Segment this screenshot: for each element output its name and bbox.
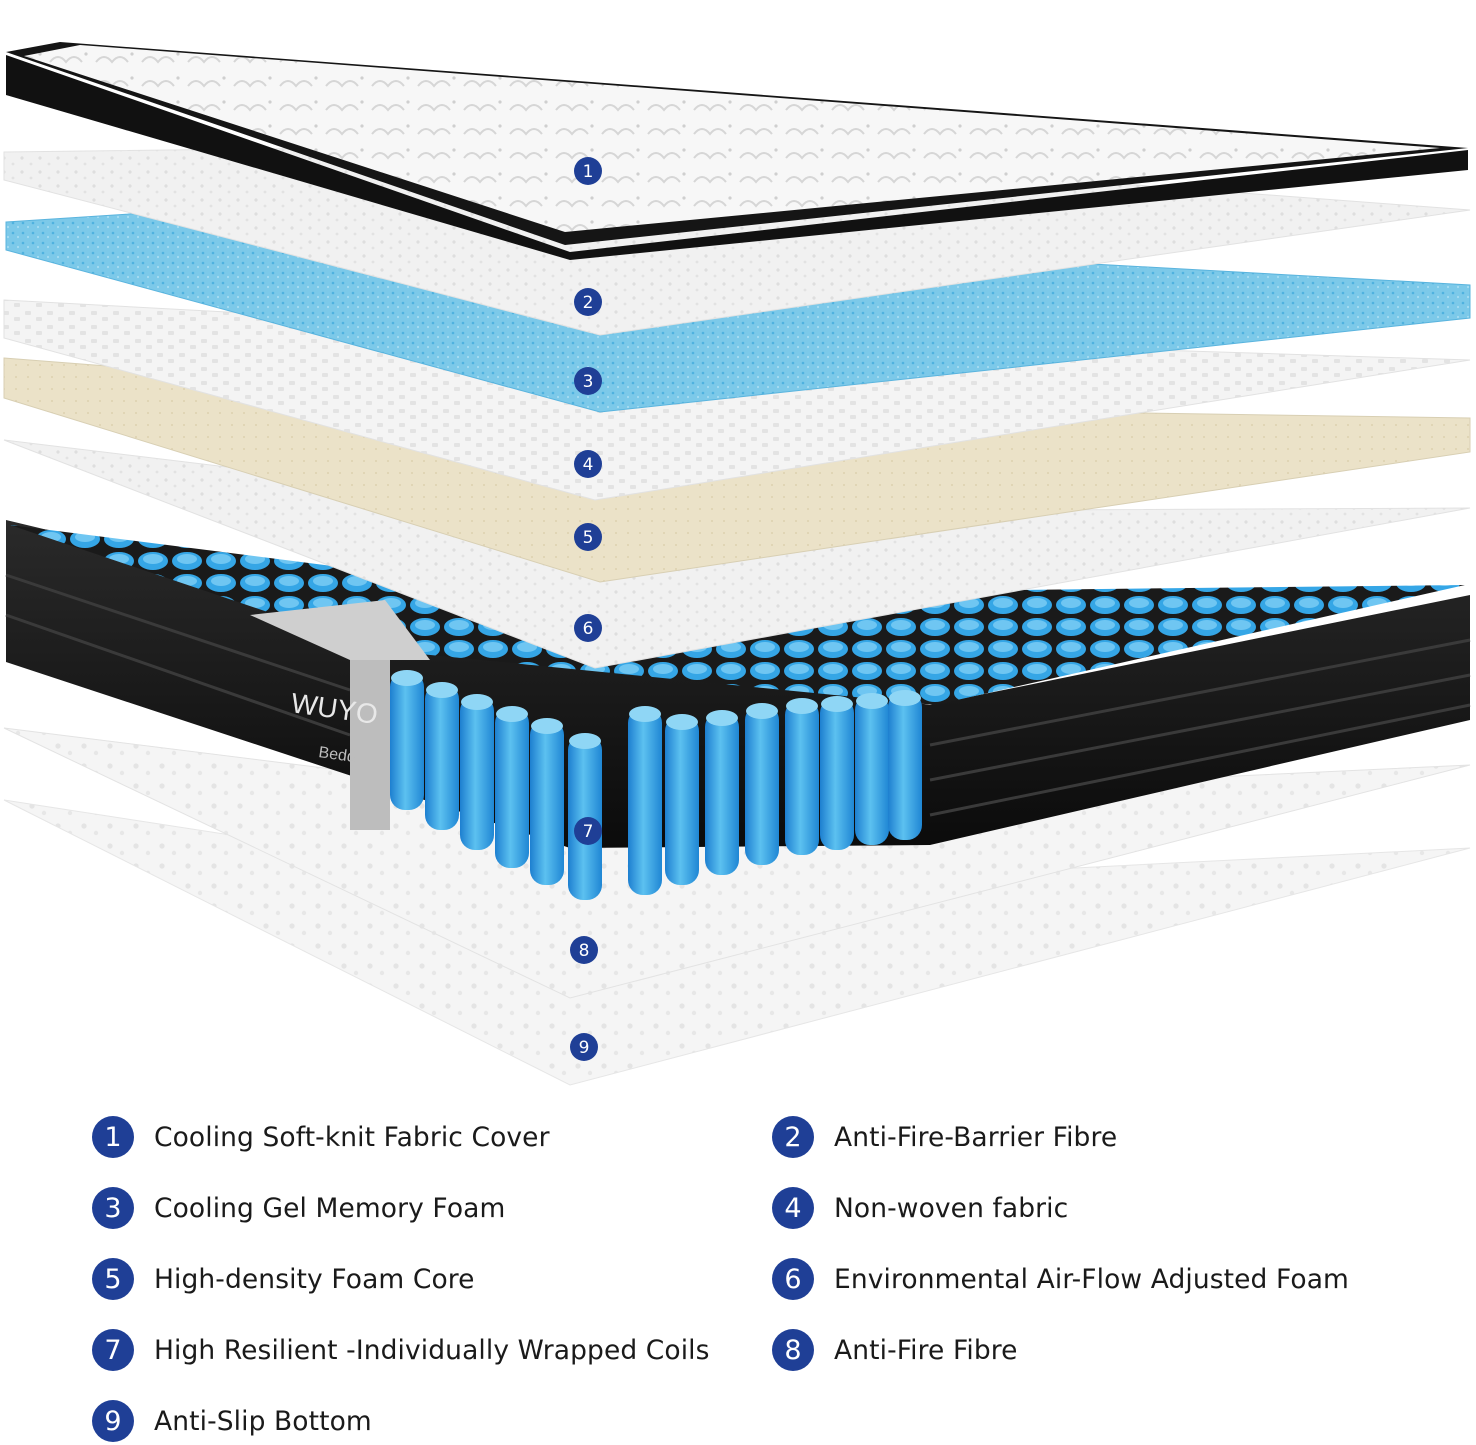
legend-label-3: Cooling Gel Memory Foam xyxy=(154,1192,506,1224)
layer-marker-1-circle xyxy=(574,157,602,185)
coil-top-4 xyxy=(496,706,528,722)
coil-top-13 xyxy=(856,693,888,709)
layer-marker-5-circle xyxy=(574,523,602,551)
layer-marker-2: 2 xyxy=(583,293,594,313)
coil-top-6 xyxy=(569,733,601,749)
layer-marker-9-circle xyxy=(570,1033,598,1061)
legend-item-5: 5 High-density Foam Core xyxy=(92,1257,475,1301)
layer-marker-7-circle xyxy=(574,817,602,845)
legend-item-4: 4 Non-woven fabric xyxy=(772,1186,1068,1230)
layer-marker-5: 5 xyxy=(583,528,594,548)
legend-item-7: 7 High Resilient -Individually Wrapped C… xyxy=(92,1328,710,1372)
legend-label-8: Anti-Fire Fibre xyxy=(834,1334,1018,1366)
layer-marker-8-circle xyxy=(570,936,598,964)
legend-badge-9: 9 xyxy=(92,1400,134,1442)
coil-14 xyxy=(888,692,922,840)
legend-label-2: Anti-Fire-Barrier Fibre xyxy=(834,1121,1118,1153)
legend-item-9: 9 Anti-Slip Bottom xyxy=(92,1399,372,1443)
layer-marker-9: 9 xyxy=(579,1038,590,1058)
coil-7 xyxy=(628,708,662,895)
layer-marker-4-circle xyxy=(574,450,602,478)
coil-top-3 xyxy=(461,694,493,710)
coil-12 xyxy=(820,698,854,850)
coil-top-5 xyxy=(531,718,563,734)
layer-markers: 1 2 3 4 5 6 7 8 9 xyxy=(570,157,602,1061)
layer-marker-3-circle xyxy=(574,367,602,395)
exposed-coils xyxy=(390,670,922,900)
coil-top-2 xyxy=(426,682,458,698)
layer-marker-1: 1 xyxy=(583,162,594,182)
brand-subname: Bedd xyxy=(317,744,356,766)
coil-top-7 xyxy=(629,706,661,722)
legend-badge-6: 6 xyxy=(772,1258,814,1300)
legend-label-5: High-density Foam Core xyxy=(154,1263,475,1295)
layer-marker-6-circle xyxy=(574,614,602,642)
legend-badge-4: 4 xyxy=(772,1187,814,1229)
coil-top-12 xyxy=(821,696,853,712)
layer-marker-8: 8 xyxy=(579,941,590,961)
coil-top-10 xyxy=(746,703,778,719)
coil-8 xyxy=(665,716,699,885)
coil-3 xyxy=(460,696,494,850)
coil-2 xyxy=(425,684,459,830)
legend-label-6: Environmental Air-Flow Adjusted Foam xyxy=(834,1263,1349,1295)
legend-item-8: 8 Anti-Fire Fibre xyxy=(772,1328,1018,1372)
coil-1 xyxy=(390,672,424,810)
layer-marker-3: 3 xyxy=(583,372,594,392)
coil-top-14 xyxy=(889,690,921,706)
coil-4 xyxy=(495,708,529,868)
legend-item-2: 2 Anti-Fire-Barrier Fibre xyxy=(772,1115,1117,1159)
layer-1-fabric-cover xyxy=(6,42,1468,260)
coil-top-11 xyxy=(786,698,818,714)
legend-badge-3: 3 xyxy=(92,1187,134,1229)
coil-11 xyxy=(785,700,819,855)
legend-item-3: 3 Cooling Gel Memory Foam xyxy=(92,1186,505,1230)
coil-top-8 xyxy=(666,714,698,730)
legend-label-9: Anti-Slip Bottom xyxy=(154,1405,372,1437)
legend-badge-8: 8 xyxy=(772,1329,814,1371)
legend-item-6: 6 Environmental Air-Flow Adjusted Foam xyxy=(772,1257,1349,1301)
layer-marker-4: 4 xyxy=(583,455,594,475)
coil-top-1 xyxy=(391,670,423,686)
coil-top-9 xyxy=(706,710,738,726)
coil-13 xyxy=(855,695,889,845)
legend-label-1: Cooling Soft-knit Fabric Cover xyxy=(154,1121,550,1153)
legend-badge-2: 2 xyxy=(772,1116,814,1158)
layer-marker-2-circle xyxy=(574,288,602,316)
legend-badge-5: 5 xyxy=(92,1258,134,1300)
coil-5 xyxy=(530,720,564,885)
legend-badge-1: 1 xyxy=(92,1116,134,1158)
coil-10 xyxy=(745,705,779,865)
legend-label-4: Non-woven fabric xyxy=(834,1192,1069,1224)
layer-marker-7: 7 xyxy=(583,822,594,842)
coil-9 xyxy=(705,712,739,875)
legend-item-1: 1 Cooling Soft-knit Fabric Cover xyxy=(92,1115,550,1159)
layer-marker-6: 6 xyxy=(583,619,594,639)
legend-badge-7: 7 xyxy=(92,1329,134,1371)
legend-label-7: High Resilient -Individually Wrapped Coi… xyxy=(154,1334,710,1366)
